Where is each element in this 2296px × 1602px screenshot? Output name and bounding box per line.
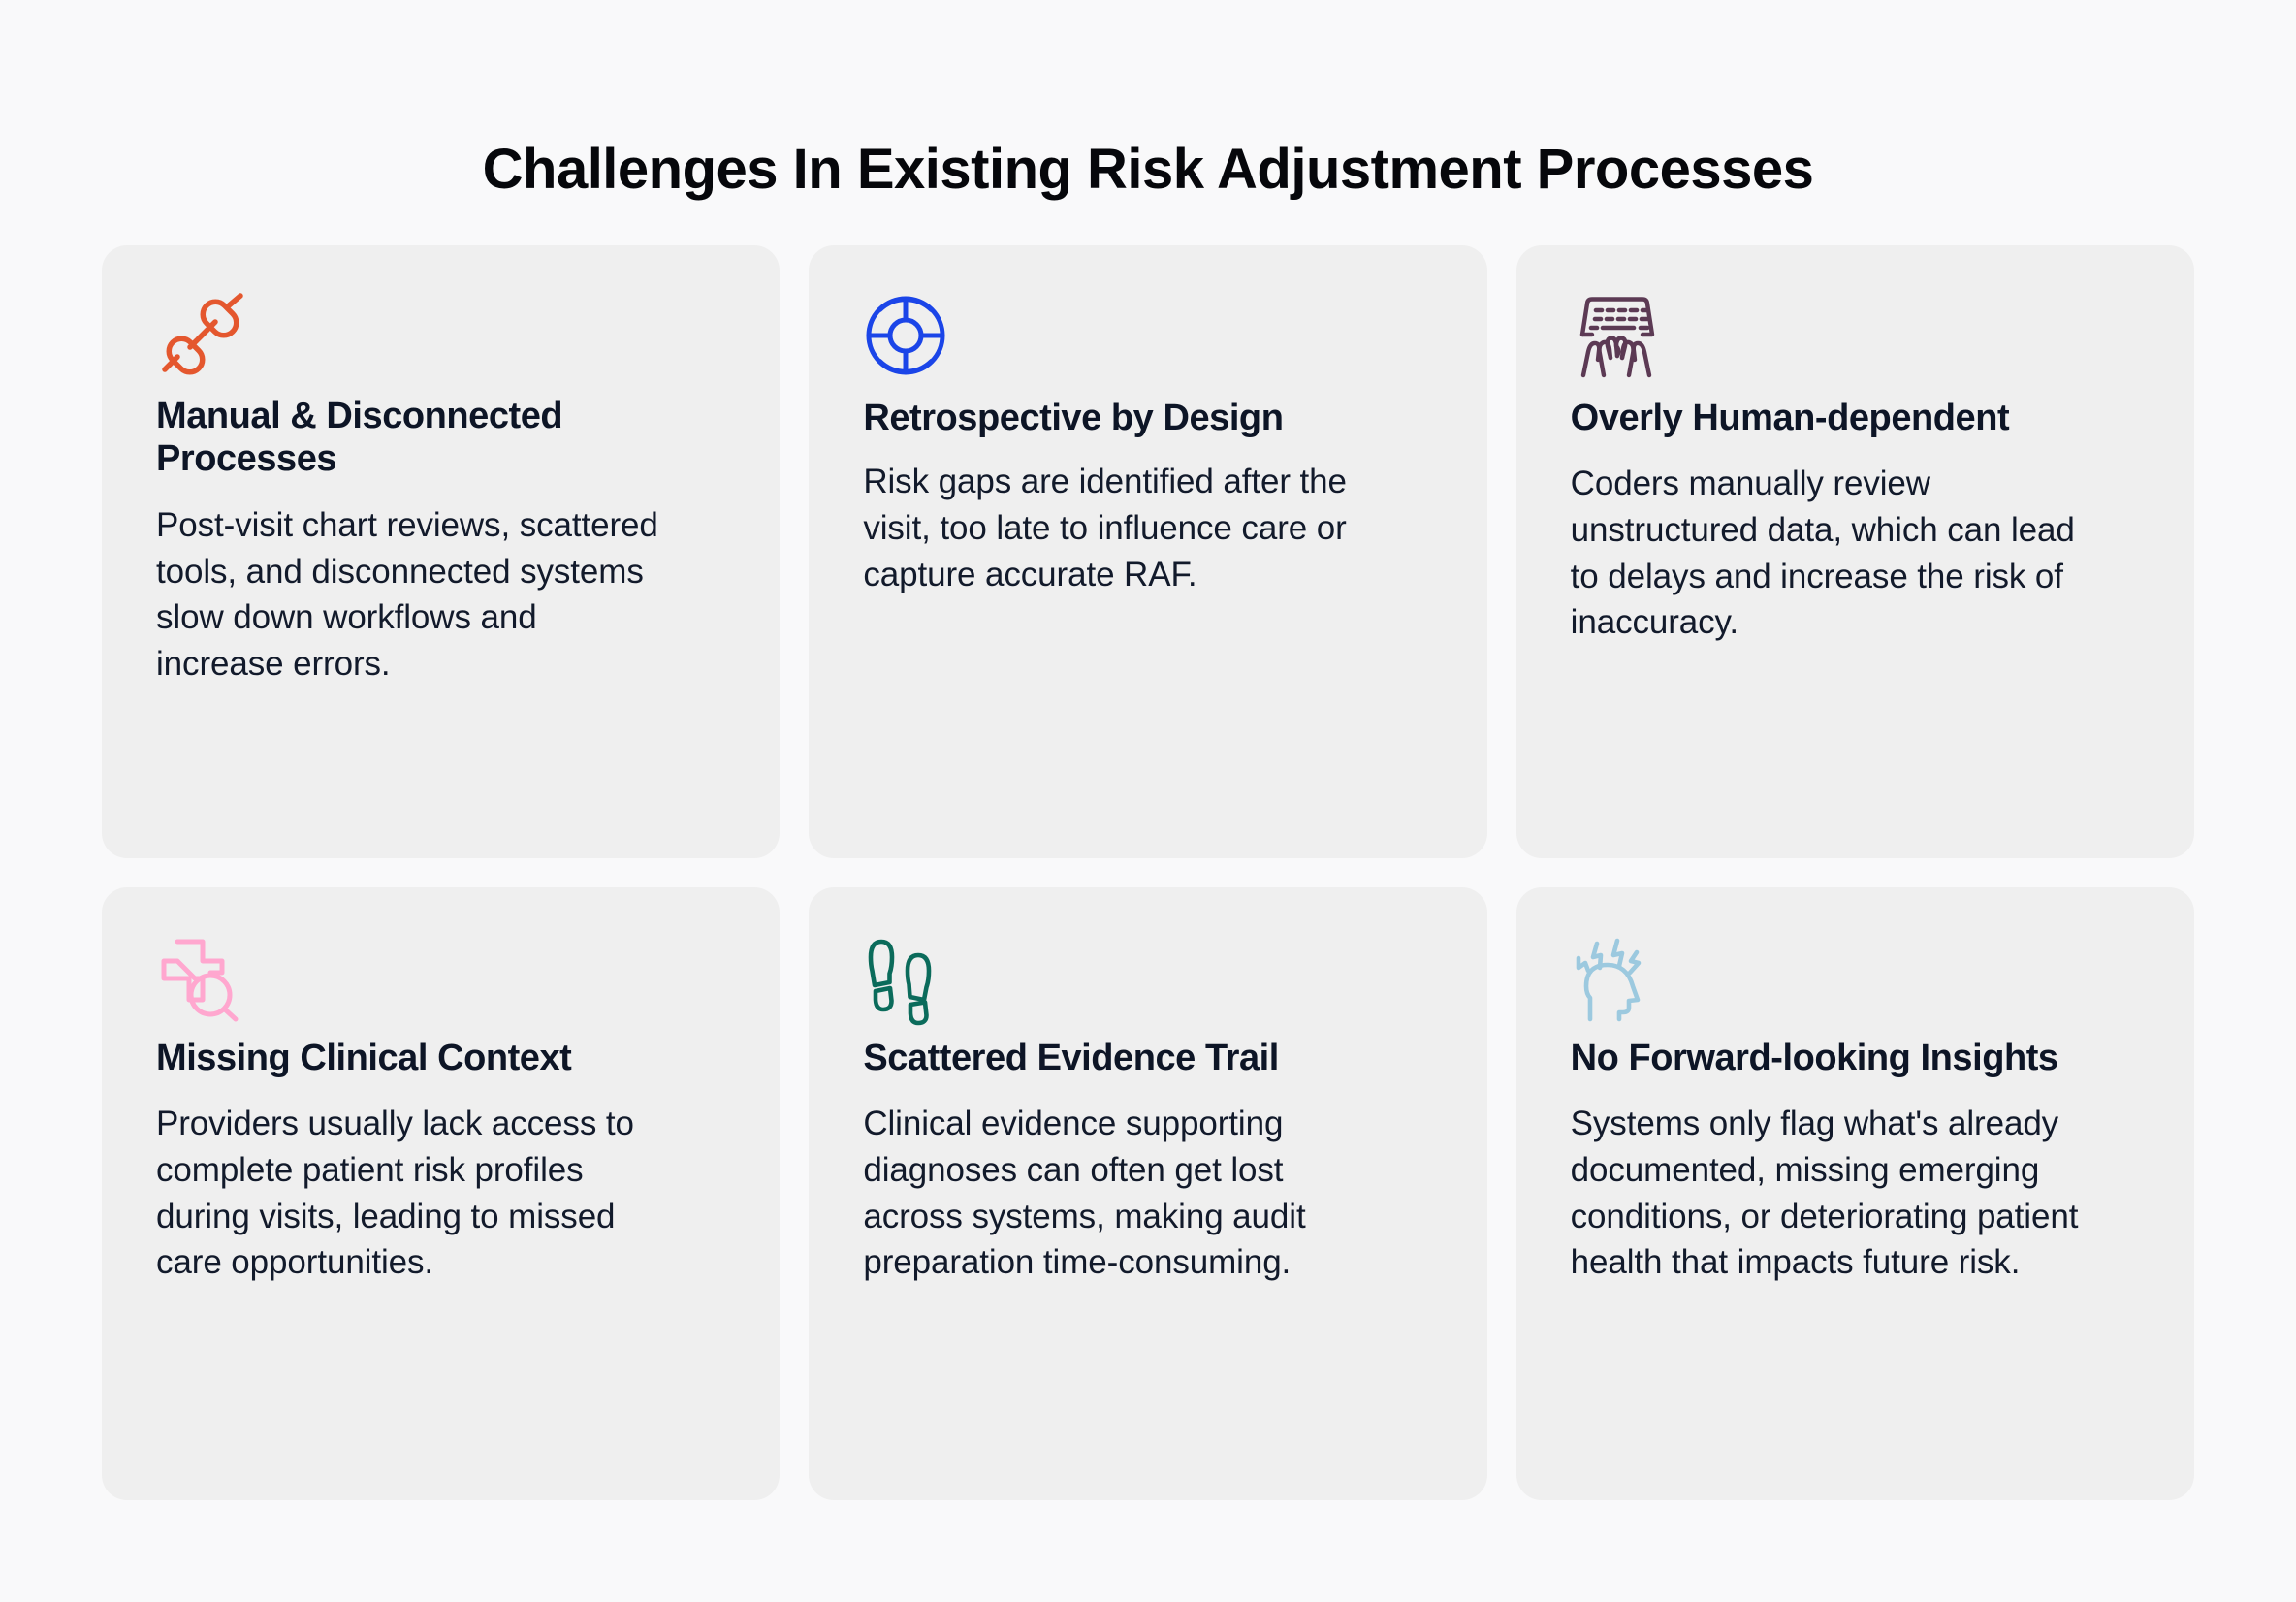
challenge-card-retrospective-by-design: Retrospective by Design Risk gaps are id… — [809, 245, 1487, 858]
card-title: Manual & Disconnected Processes — [156, 396, 563, 480]
card-body: Clinical evidence supporting diagnoses c… — [863, 1105, 1306, 1282]
challenge-card-no-forward-looking-insights: No Forward-looking Insights Systems only… — [1515, 887, 2194, 1500]
medical-cross-magnifier-icon — [156, 936, 249, 1022]
card-body: Risk gaps are identified after the visit… — [863, 463, 1347, 593]
card-body: Post-visit chart reviews, scattered tool… — [156, 505, 658, 683]
card-body: Systems only flag what's already documen… — [1570, 1105, 2079, 1282]
footprints-icon — [863, 936, 956, 1026]
challenge-card-missing-clinical-context: Missing Clinical Context Providers usual… — [102, 887, 781, 1500]
card-title: Missing Clinical Context — [156, 1038, 572, 1078]
card-title: Scattered Evidence Trail — [863, 1038, 1279, 1078]
broken-chain-link-icon — [156, 293, 249, 377]
hands-typing-keyboard-icon — [1571, 294, 1664, 378]
challenge-card-manual-disconnected-processes: Manual & Disconnected Processes Post-vis… — [102, 245, 781, 858]
head-with-lightning-bolts-icon — [1571, 936, 1664, 1022]
challenge-card-scattered-evidence-trail: Scattered Evidence Trail Clinical eviden… — [809, 887, 1487, 1500]
card-body: Providers usually lack access to complet… — [156, 1105, 634, 1282]
card-body: Coders manually review unstructured data… — [1570, 465, 2075, 642]
card-title: No Forward-looking Insights — [1570, 1038, 2058, 1078]
challenge-card-grid: Manual & Disconnected Processes Post-vis… — [102, 245, 2194, 1500]
lifebuoy-target-icon — [863, 294, 956, 377]
card-title: Retrospective by Design — [863, 398, 1284, 438]
challenge-card-overly-human-dependent: Overly Human-dependent Coders manually r… — [1515, 245, 2194, 858]
page-title: Challenges In Existing Risk Adjustment P… — [482, 137, 1814, 201]
card-title: Overly Human-dependent — [1570, 398, 2010, 438]
